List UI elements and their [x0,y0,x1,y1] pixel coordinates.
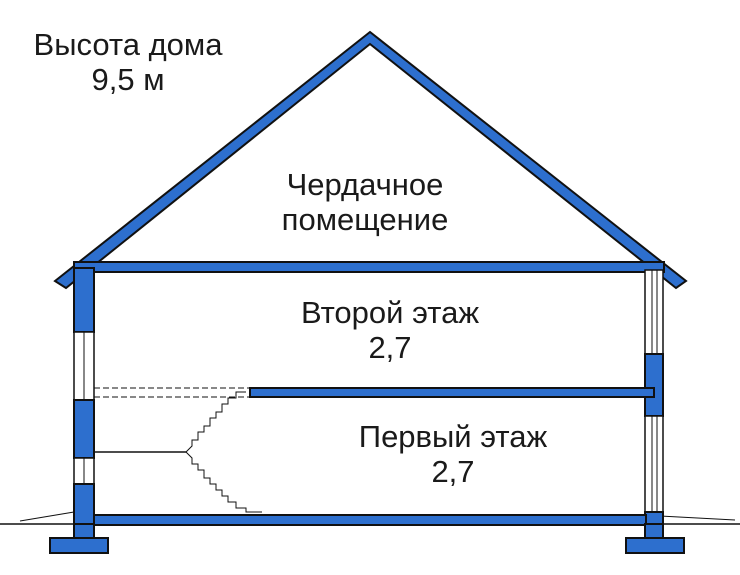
right-wall [644,269,664,529]
roof [53,30,688,290]
right-foundation [625,523,685,554]
staircase [94,391,262,513]
house-height-value: 9,5 м [91,61,165,97]
stair-opening [94,387,250,398]
attic-label-line2: помещение [281,201,449,237]
attic-floor-slab [73,261,665,273]
second-floor-height: 2,7 [368,329,412,365]
ground-floor-slab [93,514,647,526]
first-floor-label: Первый этаж 2,7 [318,419,588,489]
attic-label: Чердачное помещение [240,167,490,237]
second-floor-name: Второй этаж [300,295,480,330]
first-floor-height: 2,7 [431,453,475,489]
attic-label-line1: Чердачное [286,167,444,202]
first-floor-name: Первый этаж [358,419,548,454]
house-height-label: Высота дома 9,5 м [8,27,248,97]
house-height-title: Высота дома [33,27,223,62]
left-foundation [49,523,109,554]
interstorey-slab [249,387,655,398]
second-floor-label: Второй этаж 2,7 [260,295,520,365]
left-wall [73,267,95,525]
